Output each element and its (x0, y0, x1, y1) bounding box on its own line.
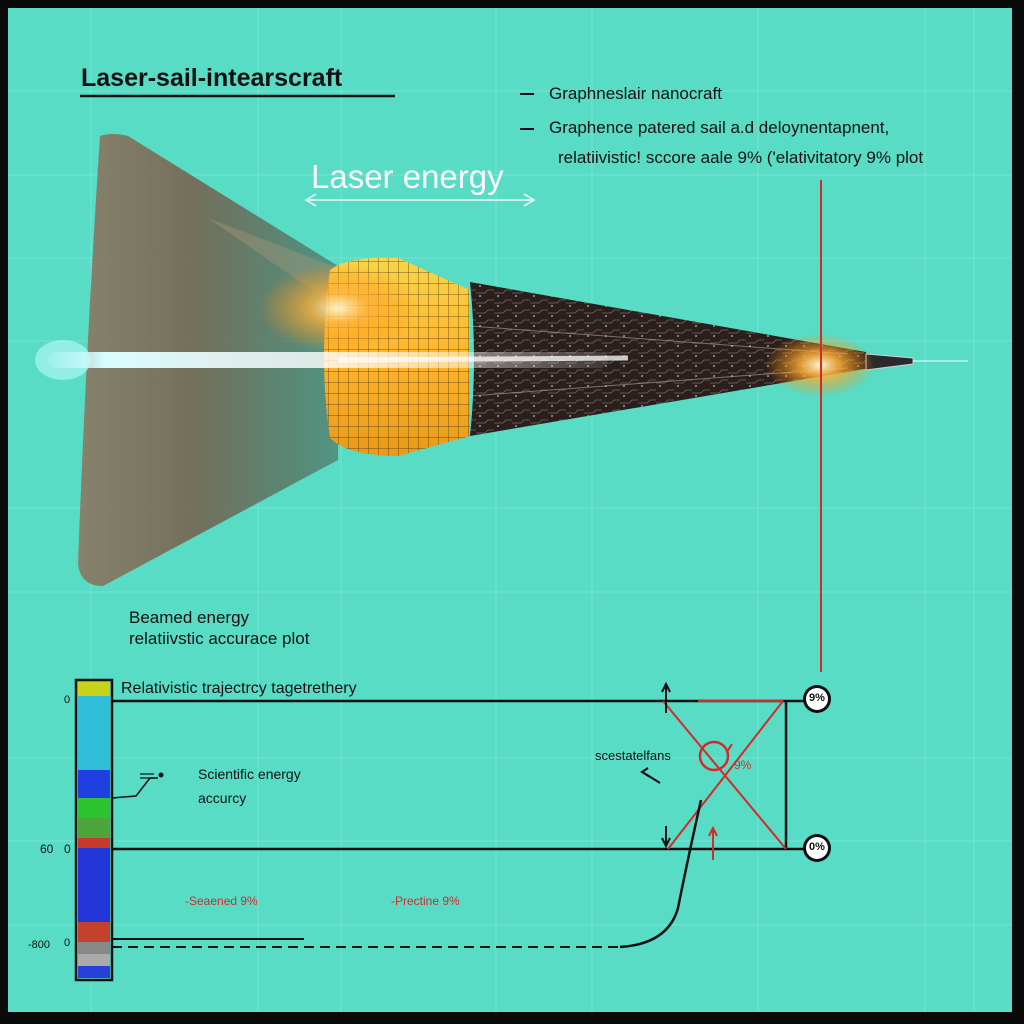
trajectory-curve (619, 799, 703, 949)
y-tick-2-left: 60 (40, 842, 54, 856)
bottom-label-1: -Seaened 9% (185, 894, 258, 908)
energy-label-line-1: Scientific energy (198, 766, 301, 782)
bottom-label-2: -Prectine 9% (391, 894, 460, 908)
plot-heading-line-2: relatiivstic accurace plot (129, 629, 310, 648)
percent-small-label: 9% (734, 758, 752, 772)
accuracy-plot (74, 678, 831, 982)
diagram-title: Laser-sail-intearscraft (81, 64, 343, 92)
beam-width-arrow (304, 193, 536, 207)
plot-heading-line-1: Beamed energy (129, 608, 250, 627)
laser-beam (48, 352, 608, 368)
y-tick-3-left: -800 (28, 939, 51, 951)
note-line-2: Graphence patered sail a.d deloynentapne… (549, 118, 890, 137)
energy-label-line-2: accurcy (198, 790, 247, 806)
sail-glow (258, 263, 418, 353)
y-tick-1-right: 0 (64, 694, 71, 706)
background-grid (8, 8, 1012, 1012)
note-line-3: relatiivistic! sccore aale 9% ('elativit… (558, 148, 924, 167)
color-scale-bar (74, 678, 114, 982)
y-tick-2-right: 0 (64, 842, 71, 856)
marker-9-label: 9% (809, 692, 825, 704)
marker-0-label: 0% (809, 841, 825, 853)
beam-label: Laser energy (311, 158, 504, 195)
diagram-canvas: Laser-sail-intearscraft Laser energy Gra… (8, 8, 1012, 1012)
target-circle (698, 740, 730, 772)
y-tick-3-right: 0 (64, 937, 71, 949)
energy-pointer (111, 777, 158, 799)
trajectory-label: Relativistic trajectrcy tagetrethery (121, 680, 357, 697)
note-line-1: Graphneslair nanocraft (549, 84, 722, 103)
scatter-label: scestatelfans (595, 748, 671, 763)
diagram-artwork (8, 8, 1012, 1012)
